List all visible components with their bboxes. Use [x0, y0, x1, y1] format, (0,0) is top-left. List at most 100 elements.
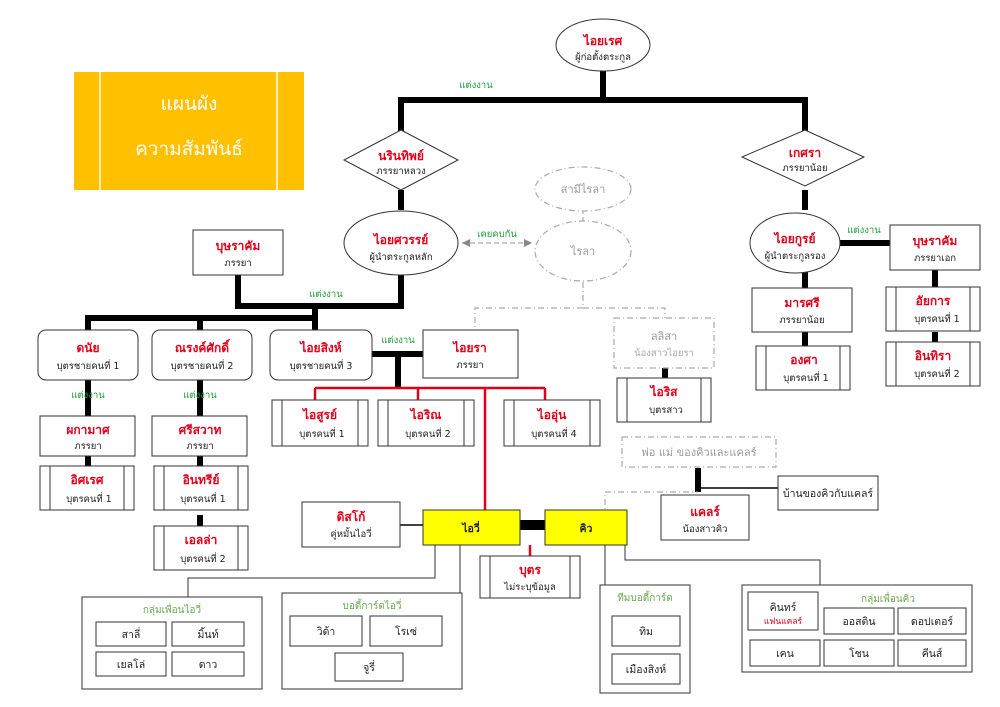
svg-text:เคน: เคน	[776, 648, 794, 660]
svg-text:เกศรา: เกศรา	[789, 146, 821, 160]
svg-text:บุตรคนที่ 2: บุตรคนที่ 2	[914, 367, 959, 380]
svg-text:ไอริส: ไอริส	[648, 384, 678, 399]
node-intira: อินทิรา บุตรคนที่ 2	[885, 341, 981, 387]
label-married-yai: แต่งงาน	[381, 335, 415, 346]
svg-text:ภรรยา: ภรรยา	[74, 441, 101, 452]
svg-text:ภรรยา: ภรรยา	[186, 441, 213, 452]
title-line1: แผนผัง	[161, 93, 218, 115]
group-aiwee-friends: กลุ่มเพื่อนไอวี่ สาลี่ มิ้นท์ เยลโล่ ดาว	[81, 596, 263, 690]
node-aisingh: ไอยสิงห์ บุตรชายคนที่ 3	[269, 329, 373, 381]
svg-text:ไอยศวรรย์: ไอยศวรรย์	[372, 232, 429, 247]
svg-text:มิ้นท์: มิ้นท์	[197, 627, 218, 641]
node-aiyakoon: ไอยกูรย์ ผู้นำตระกูลรอง	[749, 212, 841, 274]
svg-text:ดาว: ดาว	[199, 659, 218, 671]
svg-text:น้องสาวคิว: น้องสาวคิว	[683, 524, 728, 535]
svg-text:ภรรยา: ภรรยา	[456, 360, 483, 371]
svg-text:บุตรคนที่ 1: บุตรคนที่ 1	[180, 492, 225, 505]
svg-text:สามีไรลา: สามีไรลา	[561, 183, 606, 196]
svg-text:ทิม: ทิม	[639, 626, 653, 638]
node-boonyakam-1: บุษราคัม ภรรยา	[192, 229, 284, 276]
svg-text:บุษราคัม: บุษราคัม	[216, 239, 261, 254]
node-ella: เอลล่า บุตรคนที่ 2	[153, 525, 249, 571]
label-married-mid: แต่งงาน	[309, 289, 343, 300]
svg-text:ทีมบอดี้การ์ด: ทีมบอดี้การ์ด	[617, 590, 673, 604]
svg-text:นรินทิพย์: นรินทิพย์	[378, 149, 424, 163]
group-aiwee-guards: บอดี้การ์ดไอวี่ วิด้า โรเซ่ จูรี่	[281, 592, 463, 690]
svg-text:ไออุ่น: ไออุ่น	[536, 407, 567, 423]
svg-text:บุตรคนที่ 1: บุตรคนที่ 1	[299, 427, 344, 440]
svg-text:จูรี่: จูรี่	[363, 660, 375, 674]
svg-text:ไอวี่: ไอวี่	[461, 520, 480, 535]
node-danai: ดนัย บุตรชายคนที่ 1	[37, 329, 139, 381]
svg-text:บุตรคนที่ 1: บุตรคนที่ 1	[783, 371, 828, 384]
svg-text:โชน: โชน	[849, 647, 869, 660]
svg-text:ไอยสิงห์: ไอยสิงห์	[298, 340, 341, 355]
node-intharee: อินทรีย์ บุตรคนที่ 1	[153, 465, 249, 511]
svg-text:ดอปเตอร์: ดอปเตอร์	[911, 615, 954, 628]
svg-text:มารศรี: มารศรี	[784, 296, 820, 310]
node-ongsa: องศา บุตรคนที่ 1	[755, 345, 851, 391]
svg-text:อินทิรา: อินทิรา	[915, 349, 952, 363]
svg-text:คิว: คิว	[580, 523, 593, 535]
svg-text:เอลล่า: เอลล่า	[185, 533, 218, 547]
svg-text:ภรรยาน้อย: ภรรยาน้อย	[779, 315, 824, 326]
svg-text:ออสติน: ออสติน	[842, 616, 875, 628]
node-maansri: มารศรี ภรรยาน้อย	[751, 287, 853, 333]
svg-text:อินทรีย์: อินทรีย์	[183, 473, 220, 487]
svg-text:บุตรชายคนที่ 1: บุตรชายคนที่ 1	[57, 359, 120, 372]
svg-text:ไม่ระบุข้อมูล: ไม่ระบุข้อมูล	[503, 581, 556, 593]
node-narintip: นรินทิพย์ ภรรยาหลวง	[342, 129, 460, 191]
svg-text:ผกามาศ: ผกามาศ	[66, 423, 110, 437]
svg-text:ภรรยา: ภรรยา	[224, 258, 251, 269]
connectors	[85, 70, 938, 597]
svg-text:ลลิสา: ลลิสา	[651, 330, 677, 343]
svg-text:ดนัย: ดนัย	[76, 341, 99, 355]
svg-text:แฟนแคลร์: แฟนแคลร์	[764, 616, 803, 627]
svg-text:เมืองสิงห์: เมืองสิงห์	[626, 663, 666, 676]
group-kiw-friends: กลุ่มเพื่อนคิว คินทร์ แฟนแคลร์ ออสติน ดอ…	[741, 584, 973, 673]
svg-text:น้องสาวไอยรา: น้องสาวไอยรา	[634, 347, 694, 359]
node-aisoon: ไอสูรย์ บุตรคนที่ 1	[271, 399, 369, 447]
title-line2: ความสัมพันธ์	[135, 138, 243, 160]
svg-text:ณรงค์ศักดิ์: ณรงค์ศักดิ์	[175, 339, 231, 355]
node-srisawat: ศรีสวาท ภรรยา	[151, 415, 248, 457]
svg-text:กลุ่มเพื่อนคิว: กลุ่มเพื่อนคิว	[861, 591, 915, 605]
node-akkan: อัยการ บุตรคนที่ 1	[885, 286, 981, 332]
svg-text:ไอสูรย์: ไอสูรย์	[301, 407, 337, 423]
svg-text:คินทร์: คินทร์	[770, 601, 797, 614]
svg-text:ไรลา: ไรลา	[570, 245, 595, 258]
node-aiwee: ไอวี่	[422, 509, 521, 546]
node-itsares: อิศเรศ บุตรคนที่ 1	[39, 465, 135, 511]
svg-text:บุตรคนที่ 1: บุตรคนที่ 1	[914, 312, 959, 325]
group-bodyguard-team: ทีมบอดี้การ์ด ทิม เมืองสิงห์	[599, 584, 691, 694]
svg-text:ไอริณ: ไอริณ	[409, 407, 442, 422]
svg-text:บ้านของคิวกับแคลร์: บ้านของคิวกับแคลร์	[783, 487, 874, 500]
svg-text:พ่อ แม่ ของคิวและแคลร์: พ่อ แม่ ของคิวและแคลร์	[641, 446, 756, 459]
svg-text:ผู้นำตระกูลหลัก: ผู้นำตระกูลหลัก	[369, 252, 432, 263]
svg-text:เยลโล่: เยลโล่	[117, 658, 145, 671]
svg-text:คู่หมั้นไอวี่: คู่หมั้นไอวี่	[330, 527, 371, 540]
label-used-to-date: เคยคบกัน	[477, 229, 517, 240]
node-kiw: คิว	[544, 509, 628, 546]
svg-text:สาลี่: สาลี่	[122, 627, 141, 641]
node-aiun: ไออุ่น บุตรคนที่ 4	[503, 399, 601, 447]
node-aiyares: ไอยเรศ ผู้ก่อตั้งตระกูล	[555, 18, 651, 72]
svg-text:บุตรชายคนที่ 2: บุตรชายคนที่ 2	[171, 359, 234, 372]
node-kesara: เกศรา ภรรยาน้อย	[740, 129, 866, 187]
svg-text:ไอยเรศ: ไอยเรศ	[582, 33, 623, 48]
svg-text:บุตรสาว: บุตรสาว	[649, 405, 683, 416]
svg-text:บุตรคนที่ 2: บุตรคนที่ 2	[180, 552, 225, 565]
svg-text:ภรรยาน้อย: ภรรยาน้อย	[782, 163, 827, 174]
svg-text:ผู้นำตระกูลรอง: ผู้นำตระกูลรอง	[765, 251, 826, 262]
svg-text:โรเซ่: โรเซ่	[395, 625, 417, 638]
svg-text:อัยการ: อัยการ	[916, 294, 951, 308]
node-lalisa: ลลิสา น้องสาวไอยรา	[613, 317, 715, 369]
svg-text:บุตรคนที่ 2: บุตรคนที่ 2	[405, 427, 450, 440]
node-disco: ดิสโก้ คู่หมั้นไอวี่	[301, 501, 401, 548]
svg-text:บอดี้การ์ดไอวี่: บอดี้การ์ดไอวี่	[342, 598, 401, 612]
svg-text:ภรรยาหลวง: ภรรยาหลวง	[376, 166, 425, 177]
svg-text:คีนส์: คีนส์	[922, 647, 943, 660]
svg-text:บุตรคนที่ 1: บุตรคนที่ 1	[66, 492, 111, 505]
node-house-kiw: บ้านของคิวกับแคลร์	[777, 475, 879, 511]
